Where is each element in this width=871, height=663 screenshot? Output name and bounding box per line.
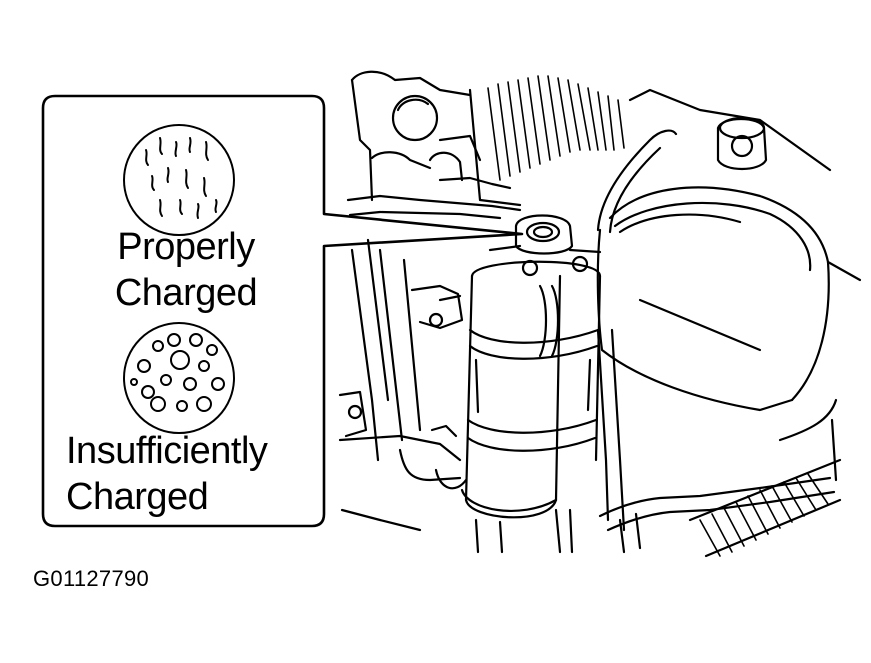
properly-charged-label: Properly Charged	[86, 224, 286, 316]
engine-bay-line-art	[338, 70, 862, 558]
insufficiently-charged-line-1: Insufficiently	[66, 430, 268, 472]
insufficiently-charged-label: Insufficiently Charged	[56, 428, 306, 520]
properly-charged-line-2: Charged	[114, 272, 258, 314]
lower-condenser-fins	[699, 473, 829, 557]
insufficiently-charged-line-2: Charged	[66, 476, 209, 518]
figure-code: G01127790	[33, 566, 150, 591]
callout-box	[41, 94, 524, 528]
properly-charged-line-1: Properly	[117, 226, 255, 268]
condenser-fins	[487, 75, 625, 181]
properly-charged-sight-glass-icon	[123, 124, 235, 236]
receiver-dryer	[460, 214, 602, 519]
insufficiently-charged-sight-glass-icon	[123, 322, 235, 434]
